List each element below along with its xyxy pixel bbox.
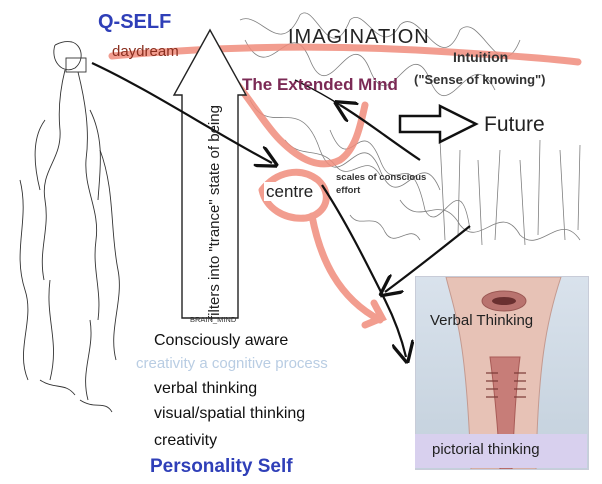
verbal-thinking-label: Verbal Thinking <box>430 312 534 329</box>
intuition-label: Intuition <box>453 49 509 65</box>
filters-label: filters into "trance" state of being <box>206 105 223 320</box>
flow-arrows <box>91 62 471 357</box>
trance-filter-arrow <box>172 28 248 319</box>
daydream-label: daydream <box>112 43 179 60</box>
list-item-creativity: creativity <box>154 432 218 449</box>
creativity-process-label: creativity a cognitive process <box>136 355 328 372</box>
sense-of-knowing-label: ("Sense of knowing") <box>414 72 546 87</box>
q-self-label: Q-SELF <box>98 11 172 33</box>
imagination-label: IMAGINATION <box>288 26 430 48</box>
future-arrow <box>398 103 479 145</box>
person-sketch <box>19 41 120 413</box>
brain-mind-label: BRAIN_MIND <box>190 315 237 324</box>
personality-self-label: Personality Self <box>150 456 293 477</box>
list-item-visual-spatial: visual/spatial thinking <box>154 405 306 422</box>
scales-label: scales of conscious effort <box>336 172 427 196</box>
future-label: Future <box>484 113 545 136</box>
pictorial-band <box>415 434 587 468</box>
consciously-aware-label: Consciously aware <box>154 332 289 349</box>
centre-label: centre <box>264 182 316 201</box>
pictorial-thinking-label: pictorial thinking <box>432 441 540 458</box>
list-item-verbal: verbal thinking <box>154 380 258 397</box>
extended-mind-label: The Extended Mind <box>242 75 398 94</box>
